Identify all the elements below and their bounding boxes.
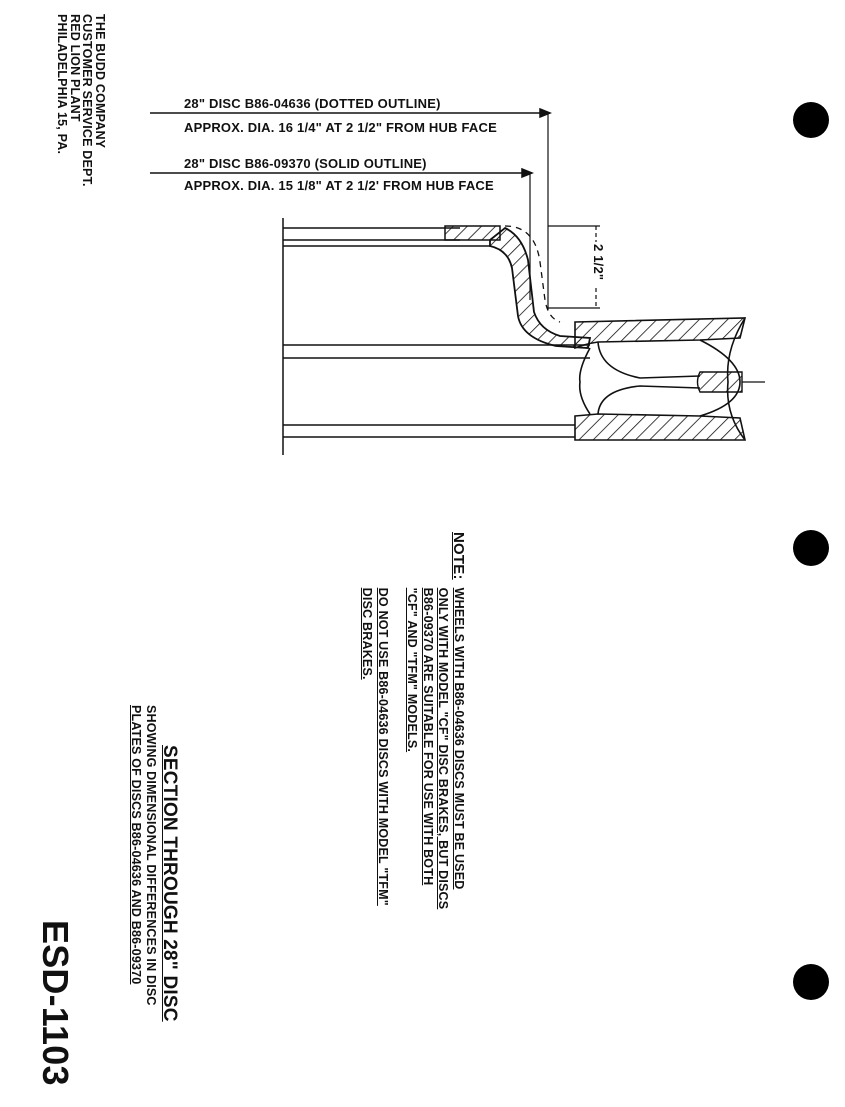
caption-line-2: PLATES OF DISCS B86-04636 AND B86-09370 [129,705,143,985]
disc2-dimension: APPROX. DIA. 15 1/8" AT 2 1/2' FROM HUB … [184,178,494,193]
note-line-1: WHEELS WITH B86-04636 DISCS MUST BE USED [452,587,466,890]
document-number: ESD-1103 [35,920,76,1086]
caption-block: SECTION THROUGH 28" DISC SHOWING DIMENSI… [128,705,180,1022]
note-line-6: DISC BRAKES. [360,587,375,680]
note-line-5: DO NOT USE B86-04636 DISCS WITH MODEL "T… [376,587,390,906]
disc2-title: 28" DISC B86-09370 (SOLID OUTLINE) [184,156,427,171]
note-label: NOTE: [450,532,467,580]
disc-dotted-profile [504,225,561,323]
disc1-title: 28" DISC B86-04636 (DOTTED OUTLINE) [184,96,441,111]
punch-hole-bottom [793,964,829,1000]
caption-title: SECTION THROUGH 28" DISC [159,745,180,1022]
punch-hole-middle [793,530,829,566]
note-line-2: ONLY WITH MODEL "CF" DISC BRAKES, BUT DI… [436,587,451,910]
disc1-dimension: APPROX. DIA. 16 1/4" AT 2 1/2" FROM HUB … [184,120,497,135]
note-line-3: B86-09370 ARE SUITABLE FOR USE WITH BOTH [421,587,435,886]
hub-upper [574,317,747,350]
punch-hole-top [793,102,829,138]
note-line-4: "CF" AND "TFM" MODELS. [405,587,420,753]
note-block: NOTE: WHEELS WITH B86-04636 DISCS MUST B… [359,532,468,910]
hub-lower [574,413,747,441]
caption-line-1: SHOWING DIMENSIONAL DIFFERENCES IN DISC [144,705,158,1006]
